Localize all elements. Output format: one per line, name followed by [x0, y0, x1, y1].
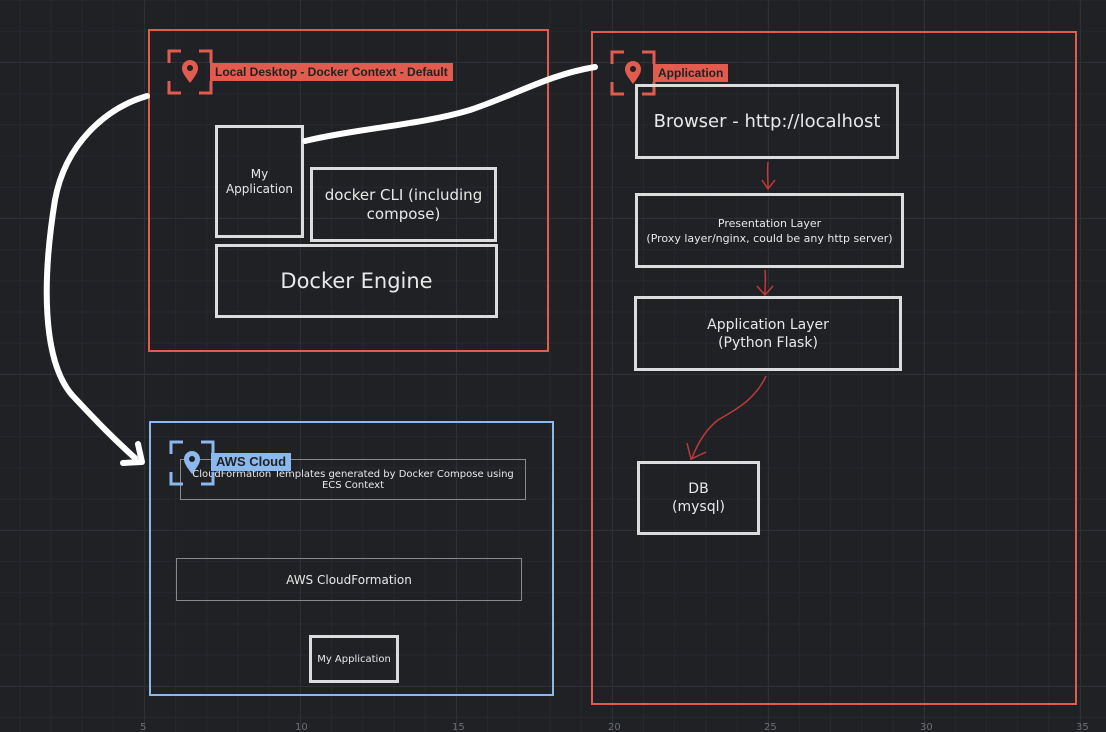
presentation-to-application-arrowhead: [756, 285, 774, 297]
curve-to-application-arrow[interactable]: [302, 64, 598, 144]
local-desktop-group[interactable]: [148, 29, 549, 352]
ruler-tick: 15: [452, 722, 465, 732]
browser-box[interactable]: Browser - http://localhost: [635, 84, 899, 159]
curve-to-aws-arrowhead: [120, 441, 145, 466]
aws-cloud-group[interactable]: [149, 421, 554, 696]
aws-my-application-box[interactable]: My Application: [309, 635, 399, 683]
application-to-db-arrow[interactable]: [691, 375, 767, 459]
docker-engine-box[interactable]: Docker Engine: [215, 244, 498, 318]
ruler-tick: 25: [764, 722, 777, 732]
local-desktop-label: Local Desktop - Docker Context - Default: [210, 63, 453, 81]
db-box[interactable]: DB (mysql): [637, 461, 760, 535]
ruler-tick: 20: [608, 722, 621, 732]
ruler-tick: 5: [140, 722, 147, 732]
curve-to-aws-arrow[interactable]: [43, 93, 150, 461]
location-pin-icon: [169, 440, 215, 486]
docker-cli-box[interactable]: docker CLI (including compose): [310, 167, 497, 242]
application-label: Application: [653, 64, 729, 82]
aws-cloudformation-box[interactable]: AWS CloudFormation: [176, 558, 522, 601]
aws-cloud-label: AWS Cloud: [211, 453, 292, 471]
browser-to-presentation-arrowhead: [761, 179, 776, 191]
location-pin-icon: [610, 50, 656, 96]
ruler-tick: 10: [295, 722, 308, 732]
cloudformation-templates-box[interactable]: CloudFormation Templates generated by Do…: [180, 459, 526, 500]
ruler-tick: 35: [1076, 722, 1089, 732]
ruler-tick: 30: [920, 722, 933, 732]
application-group[interactable]: [591, 31, 1077, 705]
presentation-layer-box[interactable]: Presentation Layer (Proxy layer/nginx, c…: [635, 193, 904, 268]
application-layer-box[interactable]: Application Layer (Python Flask): [634, 296, 902, 371]
location-pin-icon: [167, 49, 213, 95]
application-to-db-arrowhead: [686, 442, 707, 461]
my-application-box[interactable]: My Application: [215, 125, 304, 238]
